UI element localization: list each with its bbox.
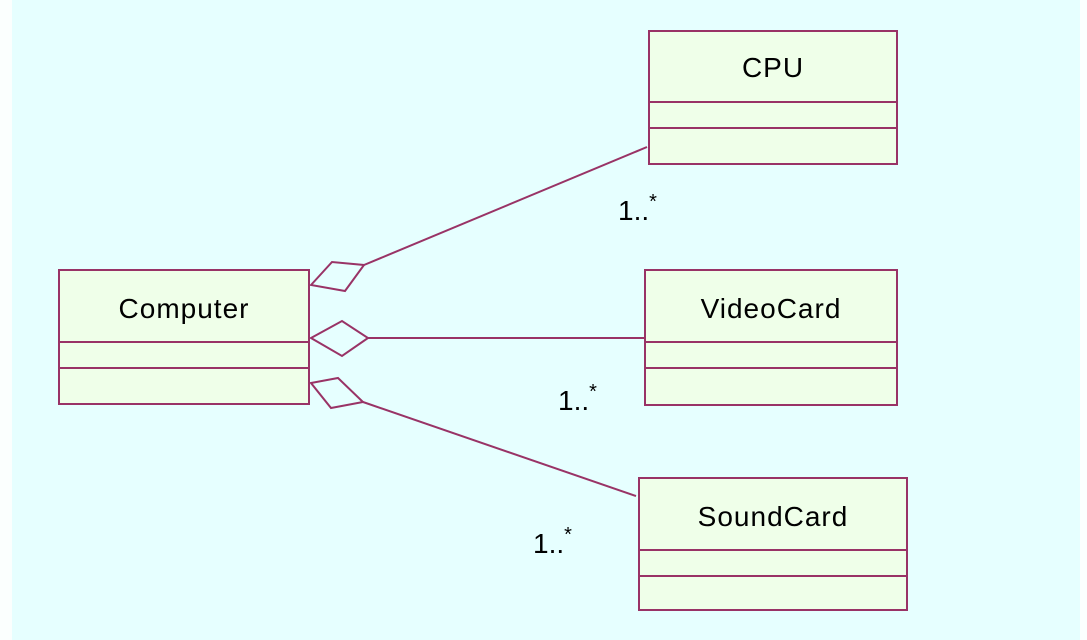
multiplicity-upper: * [649, 191, 657, 213]
multiplicity-label-videocard: 1..* [558, 381, 597, 416]
aggregation-diamond-icon-videocard [308, 319, 370, 358]
aggregation-diamond-icon-cpu [309, 260, 366, 293]
multiplicity-upper: * [589, 381, 597, 403]
class-name-computer: Computer [119, 293, 250, 324]
class-name-videocard: VideoCard [701, 293, 842, 324]
multiplicity-label-cpu: 1..* [618, 191, 657, 226]
multiplicity-upper: * [564, 524, 572, 546]
class-name-cpu: CPU [742, 52, 804, 83]
association-line-soundcard[interactable] [362, 401, 637, 497]
class-name-soundcard: SoundCard [698, 501, 849, 532]
class-cpu[interactable]: CPU [648, 30, 898, 165]
class-computer[interactable]: Computer [58, 269, 310, 405]
class-videocard[interactable]: VideoCard [644, 269, 898, 406]
association-line-cpu[interactable] [363, 146, 648, 266]
multiplicity-lower: 1.. [618, 195, 649, 226]
multiplicity-lower: 1.. [533, 528, 564, 559]
aggregation-diamond-icon-soundcard [309, 376, 366, 410]
class-soundcard[interactable]: SoundCard [638, 477, 908, 611]
multiplicity-label-soundcard: 1..* [533, 524, 572, 559]
multiplicity-lower: 1.. [558, 385, 589, 416]
